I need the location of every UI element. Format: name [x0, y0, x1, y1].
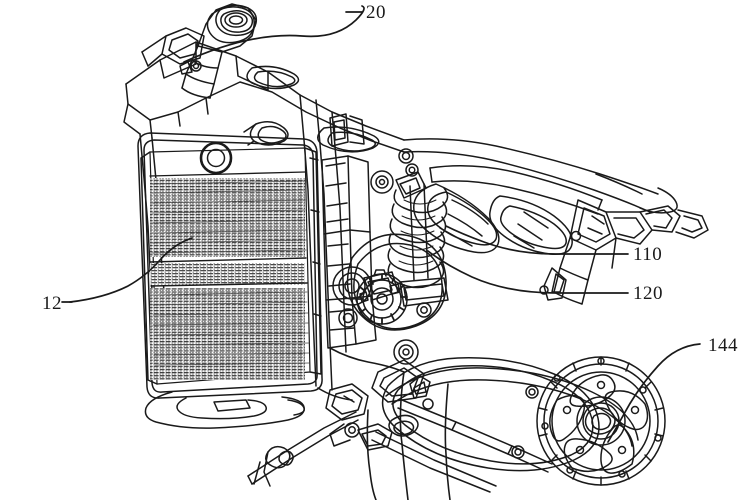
steering-head-assembly	[141, 3, 258, 99]
lower-linkage-assembly	[247, 383, 553, 493]
leader-line-12	[69, 237, 193, 303]
reference-label-12: 12	[42, 293, 62, 314]
reference-label-110: 110	[633, 244, 663, 265]
motor-drive-unit	[332, 233, 447, 365]
mid-chassis-assembly	[321, 113, 414, 349]
swingarm-housing	[371, 357, 639, 472]
radiator-assembly	[137, 121, 323, 429]
leader-lines	[61, 5, 701, 443]
reference-label-144: 144	[708, 335, 738, 356]
reference-label-120: 120	[633, 283, 663, 304]
leader-line-120	[427, 250, 629, 294]
rear-shock-absorber	[387, 163, 449, 318]
leader-line-144	[607, 343, 701, 443]
leader-line-110	[445, 225, 629, 255]
rear-subframe-assembly	[403, 138, 709, 305]
cable-harness	[317, 347, 451, 500]
sprocket-gear	[356, 273, 408, 325]
reference-label-20: 20	[366, 2, 386, 23]
drawing-ink	[61, 3, 709, 500]
rear-wheel-hub	[536, 356, 666, 486]
rim-fasteners	[538, 356, 664, 486]
